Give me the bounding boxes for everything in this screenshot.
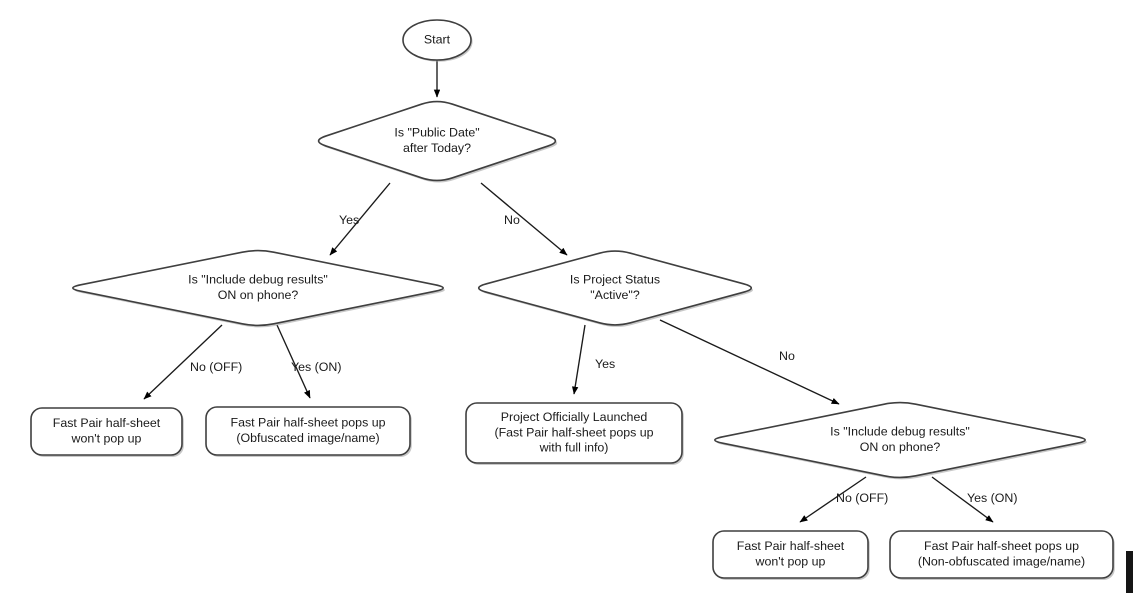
node-out_left_off-shape <box>30 407 183 456</box>
edge-label-e_q3_no: No <box>779 349 795 363</box>
node-q_public_date-shape <box>317 100 557 182</box>
edge-label-e_q4_yes_on: Yes (ON) <box>967 491 1018 505</box>
node-q_project_status-label: "Active"? <box>590 288 640 302</box>
node-q_project_status-label: Is Project Status <box>570 273 660 287</box>
node-q_public_date[interactable]: Is "Public Date"after Today? <box>317 100 558 183</box>
edges-layer <box>143 60 994 523</box>
node-q_debug_right-label: Is "Include debug results" <box>830 425 970 439</box>
edge-e_q2_no_off <box>143 324 223 400</box>
node-q_project_status[interactable]: Is Project Status"Active"? <box>477 250 754 327</box>
node-q_debug_left-label: ON on phone? <box>218 288 299 302</box>
node-out_right_on[interactable]: Fast Pair half-sheet pops up(Non-obfusca… <box>889 530 1115 580</box>
node-out_left_off-label: won't pop up <box>71 431 142 445</box>
nodes-layer: Start Is "Public Date"after Today? Is "Inc… <box>30 19 1115 580</box>
edge-e_q1_yes <box>329 182 391 256</box>
edge-e_q3_no <box>659 319 840 405</box>
node-start[interactable]: Start <box>402 19 473 62</box>
node-out_right_off-label: won't pop up <box>755 554 826 568</box>
node-out_right_off-label: Fast Pair half-sheet <box>737 539 845 553</box>
edge-e_q2_yes_on <box>276 324 311 399</box>
node-out_left_on[interactable]: Fast Pair half-sheet pops up(Obfuscated … <box>205 406 412 457</box>
node-out_launched-label: with full info) <box>539 440 609 454</box>
node-out_left_on-label: (Obfuscated image/name) <box>236 431 379 445</box>
node-out_left_off-label: Fast Pair half-sheet <box>53 416 161 430</box>
node-q_debug_right-shape <box>714 401 1086 479</box>
node-out_right_on-label: (Non-obfuscated image/name) <box>918 554 1085 568</box>
node-out_launched-shape <box>465 402 683 464</box>
edge-e_q4_yes_on <box>931 476 994 523</box>
node-out_left_on-label: Fast Pair half-sheet pops up <box>231 416 386 430</box>
node-q_project_status-shape <box>477 250 753 326</box>
edge-e_q4_no_off <box>799 476 867 523</box>
edge-label-e_q1_yes: Yes <box>339 213 359 227</box>
node-out_left_on-shape <box>205 406 411 456</box>
page-edge-artifact <box>1126 551 1133 593</box>
node-q_debug_right[interactable]: Is "Include debug results"ON on phone? <box>714 401 1087 480</box>
edge-e_q3_yes <box>572 324 586 395</box>
node-q_debug_right-label: ON on phone? <box>860 440 941 454</box>
edge-label-e_q3_yes: Yes <box>595 357 615 371</box>
edge-e_q1_no <box>480 182 568 256</box>
node-q_debug_left-label: Is "Include debug results" <box>188 273 328 287</box>
node-start-label: Start <box>424 32 451 46</box>
node-q_public_date-label: after Today? <box>403 141 471 155</box>
edge-label-e_q2_no_off: No (OFF) <box>190 360 242 374</box>
node-out_launched-label: Project Officially Launched <box>501 410 648 424</box>
edge-label-e_q1_no: No <box>504 213 520 227</box>
node-out_launched-label: (Fast Pair half-sheet pops up <box>494 425 653 439</box>
node-q_public_date-label: Is "Public Date" <box>394 126 479 140</box>
node-out_right_off-shape <box>712 530 869 579</box>
edge-label-e_q2_yes_on: Yes (ON) <box>291 360 342 374</box>
node-start-shape <box>402 19 472 61</box>
node-q_debug_left-shape <box>72 249 444 327</box>
node-q_debug_left[interactable]: Is "Include debug results"ON on phone? <box>72 249 445 328</box>
edge-label-e_q4_no_off: No (OFF) <box>836 491 888 505</box>
node-out_right_on-shape <box>889 530 1114 579</box>
node-out_right_on-label: Fast Pair half-sheet pops up <box>924 539 1079 553</box>
node-out_launched[interactable]: Project Officially Launched(Fast Pair ha… <box>465 402 684 465</box>
